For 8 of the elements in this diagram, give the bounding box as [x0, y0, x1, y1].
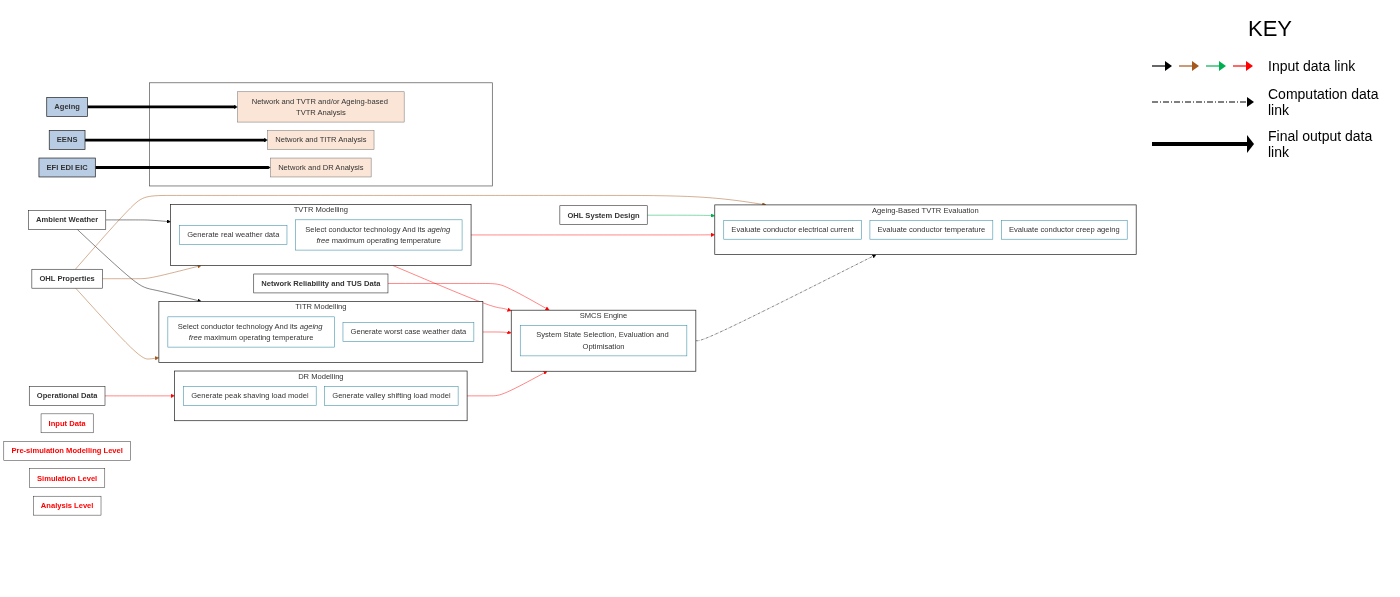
arrow — [95, 164, 271, 170]
arrow — [85, 137, 268, 142]
legend-label: Final output data link — [1268, 128, 1374, 160]
legend-label: Input data link — [1268, 58, 1356, 74]
cluster — [149, 81, 493, 186]
key-heading: KEY — [1247, 16, 1293, 42]
legend-label: Computation data link — [1268, 86, 1380, 118]
arrow — [87, 104, 238, 109]
